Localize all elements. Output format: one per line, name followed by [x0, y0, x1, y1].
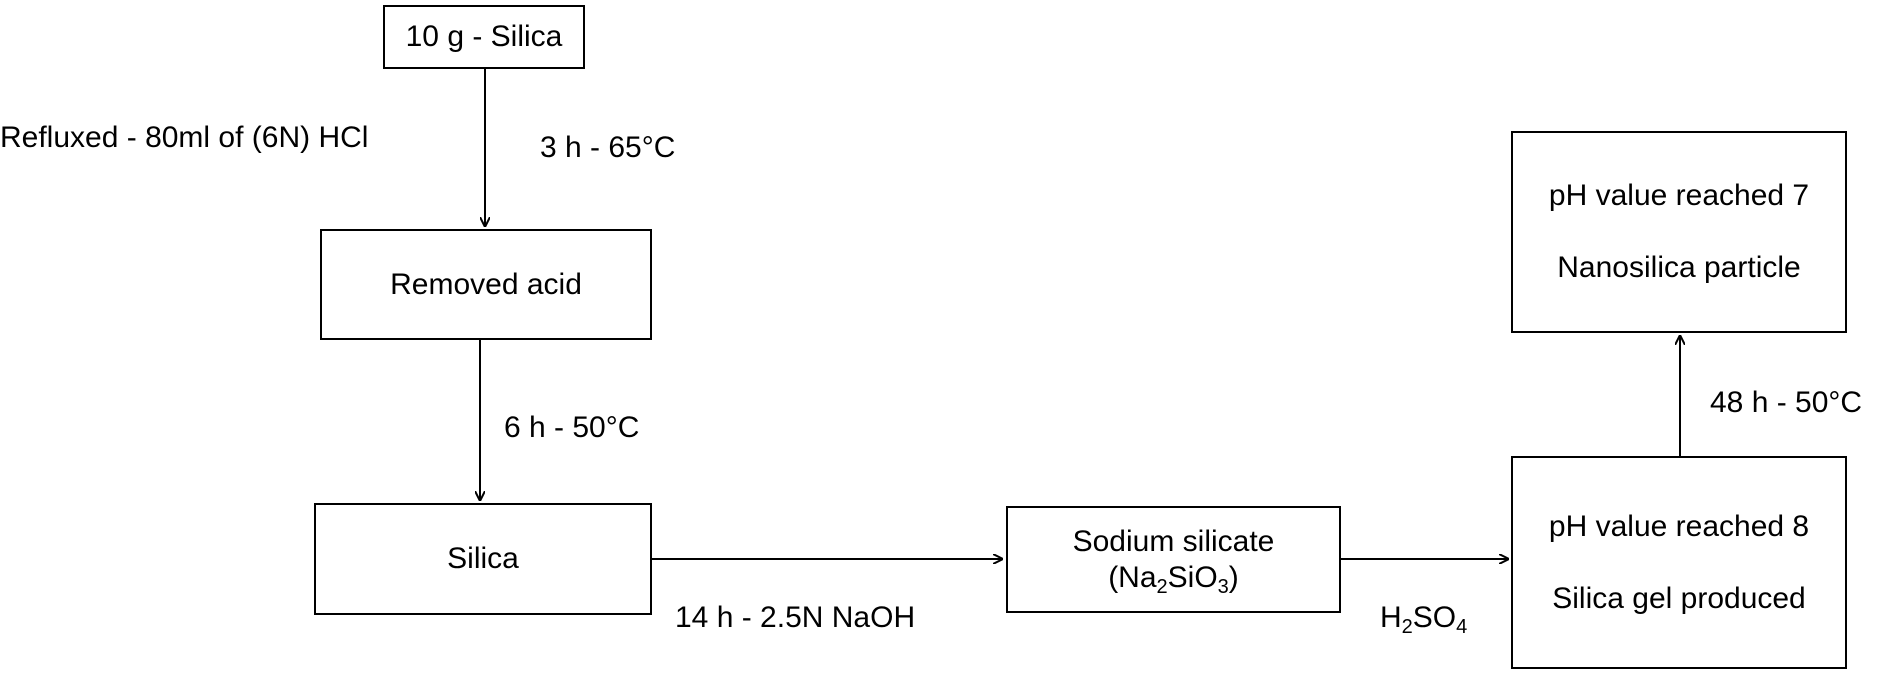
nanosilica-ph: pH value reached 7 — [1548, 179, 1810, 212]
reflux-label: Refluxed - 80ml of (6N) HCl — [0, 121, 369, 154]
nanosilica-result: Nanosilica particle — [1557, 251, 1801, 284]
sodium-silicate-formula: (Na2SiO3) — [1108, 560, 1239, 598]
step-label-h2so4: H2SO4 — [1380, 601, 1468, 638]
step-label-6h-50c: 6 h - 50°C — [504, 411, 640, 444]
step-label-3h-65c: 3 h - 65°C — [540, 131, 676, 164]
removed-acid-box-text: Removed acid — [390, 267, 582, 301]
silica-gel-result: Silica gel produced — [1552, 581, 1806, 615]
start-box-text: 10 g - Silica — [405, 20, 563, 53]
silica-gel-ph: pH value reached 8 — [1548, 509, 1810, 543]
step-label-48h-50c: 48 h - 50°C — [1710, 386, 1863, 419]
removed-acid-box: Removed acid — [320, 229, 652, 340]
silica-gel-box: pH value reached 8 Silica gel produced — [1511, 456, 1847, 669]
start-box: 10 g - Silica — [383, 5, 585, 69]
silica-box: Silica — [314, 503, 652, 615]
nanosilica-box: pH value reached 7 Nanosilica particle — [1511, 131, 1847, 333]
sodium-silicate-box: Sodium silicate (Na2SiO3) — [1006, 506, 1341, 613]
silica-box-text: Silica — [447, 542, 519, 575]
sodium-silicate-name: Sodium silicate — [1072, 524, 1275, 558]
step-label-naoh: 14 h - 2.5N NaOH — [675, 601, 916, 634]
